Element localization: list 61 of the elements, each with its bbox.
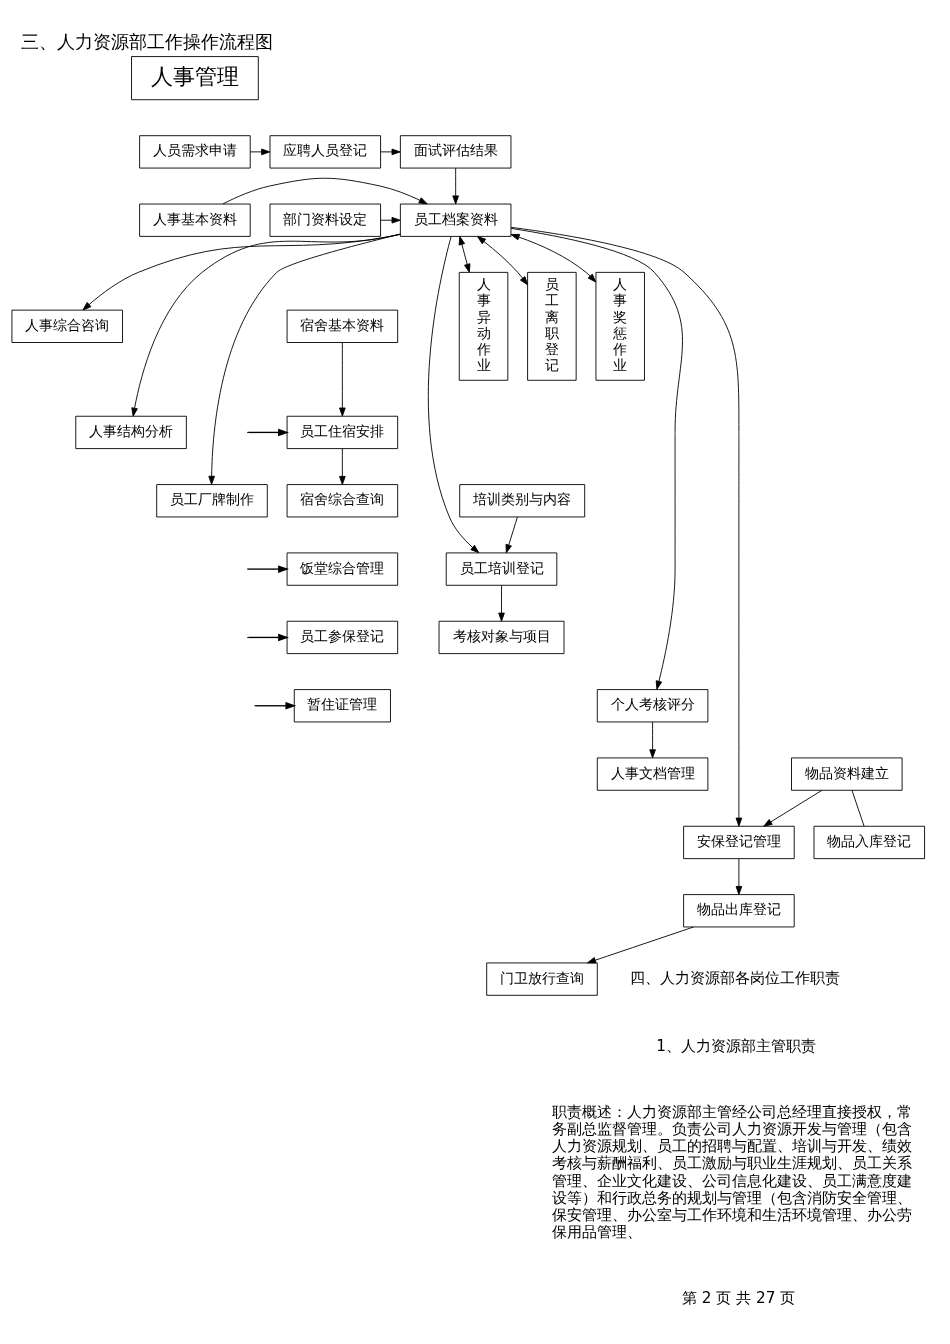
arrow: [498, 584, 505, 622]
node-box: 人事奖惩作业: [595, 271, 645, 381]
node-box: 考核对象与项目: [438, 620, 565, 654]
node-box: 门卫放行查询: [486, 961, 598, 996]
node-box: 员工厂牌制作: [156, 483, 268, 517]
node-box: 安保登记管理: [683, 825, 795, 859]
connector: [851, 789, 865, 827]
arrow: [763, 789, 823, 827]
arrow: [477, 235, 529, 285]
arrow: [247, 564, 289, 573]
node-box: 个人考核评分: [596, 688, 709, 722]
node-box: 员工参保登记: [286, 620, 399, 654]
node-box: 暂住证管理: [293, 688, 391, 722]
node-box: 物品出库登记: [683, 893, 795, 927]
node-box: 人事管理: [131, 55, 259, 100]
node-box: 饭堂综合管理: [286, 551, 399, 586]
arrow: [380, 216, 401, 223]
node-box: 应聘人员登记: [269, 134, 382, 168]
node-box: 人事异动作业: [458, 271, 509, 381]
arrow: [208, 233, 401, 485]
node-box: 宿舍基本资料: [286, 309, 399, 343]
node-box: 人事基本资料: [139, 203, 251, 237]
node-box: 员工档案资料: [399, 203, 512, 237]
arrow: [587, 926, 694, 963]
arrow: [510, 233, 597, 282]
node-box: 员工培训登记: [445, 551, 558, 586]
arrow: [735, 857, 743, 895]
arrow: [380, 148, 401, 155]
arrow: [247, 428, 289, 436]
arrow: [82, 233, 401, 310]
node-box: 部门资料设定: [269, 203, 382, 237]
arrow: [505, 516, 518, 553]
node-box: 员工离职登记: [527, 271, 577, 381]
arrow: [452, 167, 459, 204]
node-box: 人事综合咨询: [11, 309, 123, 343]
node-box: 宿舍综合查询: [286, 483, 399, 517]
node-box: 人员需求申请: [139, 134, 251, 168]
node-box: 人事结构分析: [75, 415, 187, 449]
arrow: [339, 447, 346, 485]
label: 1、人力资源部主管职责: [656, 1036, 816, 1055]
arrow: [458, 235, 471, 273]
node-box: 物品资料建立: [791, 756, 903, 791]
arrow: [247, 633, 289, 641]
arrow: [249, 148, 271, 155]
arrow: [339, 341, 346, 416]
node-box: 面试评估结果: [399, 134, 512, 168]
label: 四、人力资源部各岗位工作职责: [630, 968, 841, 987]
arrow: [131, 233, 401, 417]
arrow: [510, 227, 683, 690]
arrow: [649, 721, 656, 758]
arrow: [428, 235, 480, 553]
arrow: [254, 701, 297, 710]
label: 职责概述：人力资源部主管经公司总经理直接授权，常务副总监督管理。负责公司人力资源开发与管理（包含人力资源规划、员工的招聘与配置、培训与开发、绩效考核与薪酬福利、员工激励与职业生涯规划、员工关系管理、企业文化建设、公司信息化建设、员工满意度建设等）和行政总务的规划与管理（包含消防安全管理、保安管理、办公室与工作环境和生活环境管理、办公劳保用品管理、: [552, 1102, 913, 1241]
node-box: 员工住宿安排: [286, 415, 399, 449]
node-box: 物品入库登记: [813, 825, 926, 859]
label: 第 2 页 共 27 页: [681, 1288, 796, 1307]
node-box: 人事文档管理: [596, 756, 709, 791]
arrow: [510, 226, 743, 827]
diagram-title: 三、人力资源部工作操作流程图: [20, 30, 273, 52]
node-box: 培训类别与内容: [459, 483, 586, 517]
arrow: [222, 177, 428, 204]
